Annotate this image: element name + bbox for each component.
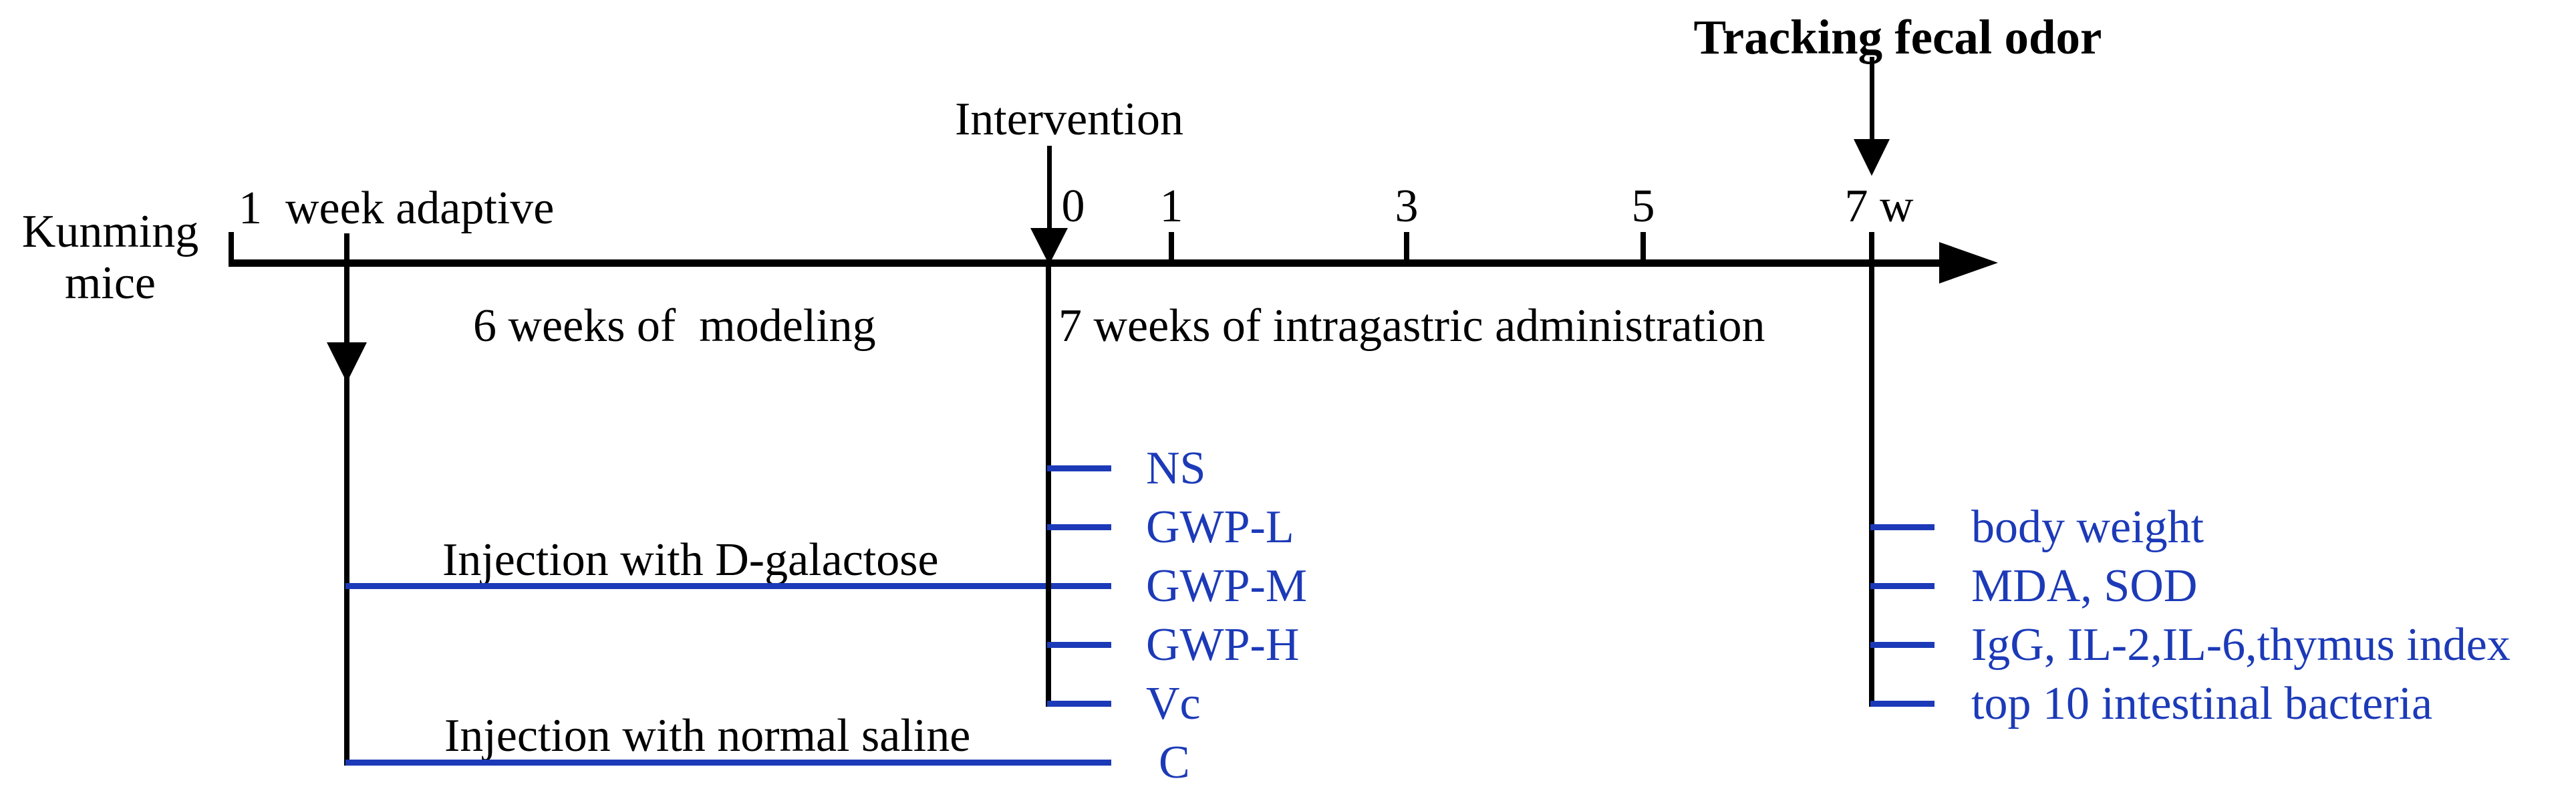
outcome-label-mdasod: MDA, SOD: [1971, 560, 2198, 612]
outcome-tick-mdasod: [1870, 583, 1935, 589]
group-label-gwph: GWP-H: [1146, 619, 1300, 671]
administration-phase-label: 7 weeks of intragastric administration: [1058, 300, 1765, 352]
outcome-tick-bodyweight: [1870, 524, 1935, 530]
group-branch-line: [1046, 263, 1051, 707]
group-tick-gwph: [1047, 642, 1111, 648]
group-label-ns: NS: [1146, 443, 1206, 494]
intervention-arrow-line: [1047, 146, 1052, 231]
modeling-branch-line: [344, 233, 349, 766]
week5-tick: [1640, 232, 1646, 262]
intervention-label: Intervention: [954, 94, 1184, 145]
outcome-label-bodyweight: body weight: [1971, 501, 2204, 553]
modeling-arrowhead-icon: [327, 342, 367, 382]
subject-name-line2: mice: [64, 257, 156, 309]
axis-start-tick: [229, 232, 234, 262]
group-label-c: C: [1159, 737, 1190, 788]
injection-dgalactose-label: Injection with D-galactose: [442, 534, 939, 586]
outcome-branch-line: [1869, 232, 1874, 707]
dgalactose-injection-line: [345, 583, 1111, 589]
timeline-arrowhead-icon: [1939, 242, 1998, 284]
week-label-0: 0: [1061, 181, 1085, 232]
outcome-label-bacteria: top 10 intestinal bacteria: [1971, 678, 2433, 729]
group-tick-gwpl: [1047, 524, 1111, 530]
outcome-label-igg: IgG, IL-2,IL-6,thymus index: [1971, 619, 2511, 671]
week3-tick: [1404, 232, 1409, 262]
saline-injection-line: [345, 760, 1111, 766]
tracking-arrow-line: [1870, 57, 1874, 142]
week-label-3: 3: [1395, 181, 1419, 232]
subject-name-line1: Kunming: [21, 206, 199, 257]
group-tick-ns: [1047, 465, 1111, 471]
injection-saline-label: Injection with normal saline: [444, 710, 971, 762]
tracking-fecal-odor-title: Tracking fecal odor: [1693, 10, 2102, 64]
week-label-5: 5: [1631, 181, 1655, 232]
intervention-arrowhead-icon: [1030, 228, 1068, 265]
group-label-gwpl: GWP-L: [1146, 501, 1294, 553]
week1-tick: [1169, 232, 1174, 262]
tracking-arrowhead-icon: [1854, 139, 1890, 176]
timeline-axis: [229, 259, 1943, 267]
adaptive-week-label: 1 week adaptive: [239, 183, 555, 234]
group-label-gwpm: GWP-M: [1146, 560, 1308, 612]
week-label-7w: 7 w: [1844, 181, 1914, 232]
group-label-vc: Vc: [1146, 678, 1201, 729]
outcome-tick-igg: [1870, 642, 1935, 648]
modeling-phase-label: 6 weeks of modeling: [473, 300, 876, 352]
week-label-1: 1: [1159, 181, 1183, 232]
group-tick-vc: [1047, 701, 1111, 707]
outcome-tick-bacteria: [1870, 701, 1935, 707]
